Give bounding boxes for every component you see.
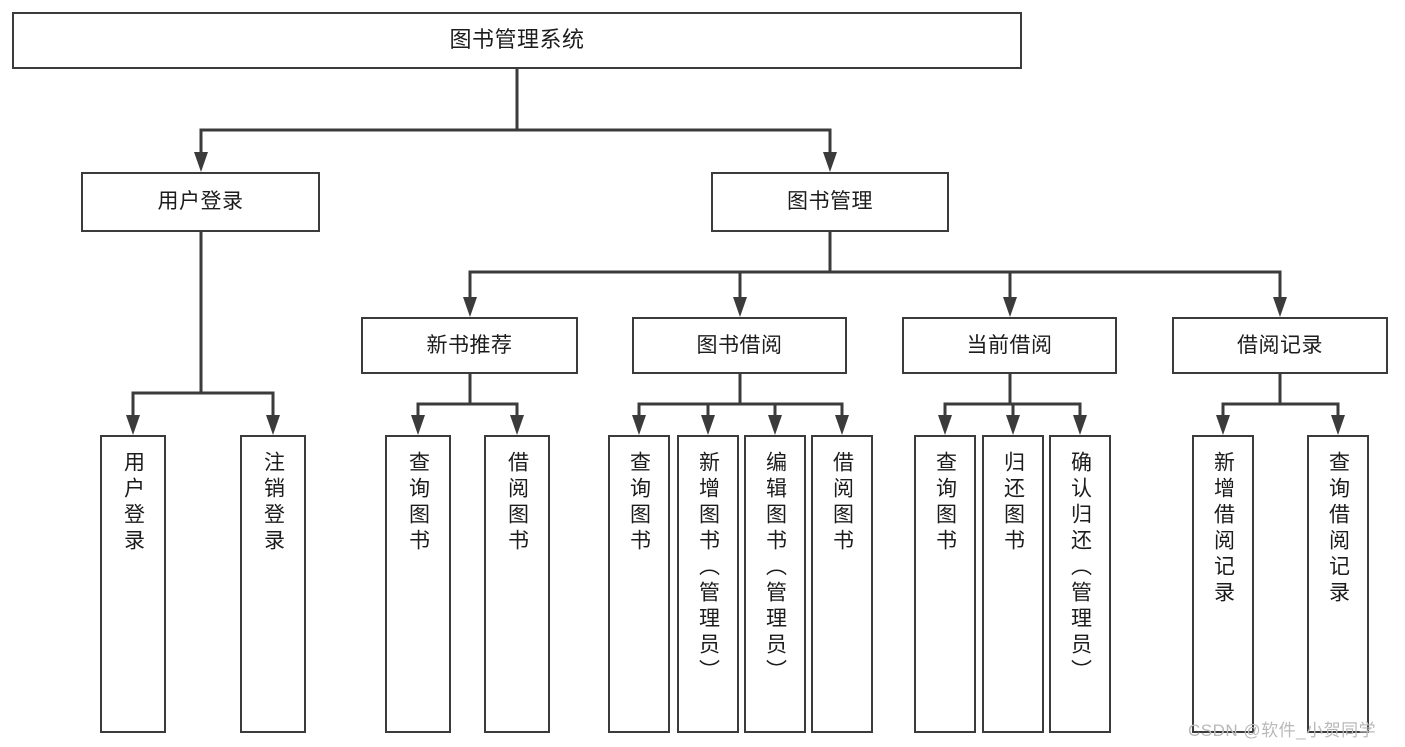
node-label-leaf-return: 归还图书 — [1001, 451, 1025, 555]
connector-arrowhead-book-borrow — [733, 297, 747, 317]
node-leaf-edit-book[interactable]: 编辑图书（管理员） — [744, 435, 806, 733]
connector-arrowhead-leaf-confirm — [1073, 415, 1087, 435]
node-leaf-user-login[interactable]: 用户登录 — [100, 435, 166, 733]
node-current-borrow[interactable]: 当前借阅 — [902, 317, 1117, 374]
node-leaf-add-book[interactable]: 新增图书（管理员） — [677, 435, 739, 733]
node-leaf-query-rec[interactable]: 查询借阅记录 — [1307, 435, 1369, 733]
connector-arrowhead-leaf-user-login — [126, 415, 140, 435]
node-user-login[interactable]: 用户登录 — [81, 172, 320, 232]
csdn-watermark: CSDN @软件_小贺同学 — [1188, 721, 1377, 740]
node-label-leaf-query-3: 查询图书 — [933, 451, 957, 555]
node-leaf-add-rec[interactable]: 新增借阅记录 — [1192, 435, 1254, 733]
connector-arrowhead-leaf-add-book — [701, 415, 715, 435]
node-label-current-borrow: 当前借阅 — [966, 333, 1053, 357]
node-label-borrow-record: 借阅记录 — [1237, 333, 1323, 357]
connector-arrowhead-leaf-borrow-1 — [510, 415, 524, 435]
node-label-leaf-query-1: 查询图书 — [406, 451, 430, 555]
node-leaf-return[interactable]: 归还图书 — [982, 435, 1044, 733]
node-label-leaf-add-rec: 新增借阅记录 — [1211, 451, 1235, 607]
node-label-user-login: 用户登录 — [157, 190, 244, 214]
node-label-leaf-borrow-1: 借阅图书 — [505, 451, 529, 555]
node-borrow-record[interactable]: 借阅记录 — [1172, 317, 1388, 374]
connector-arrowhead-leaf-return — [1006, 415, 1020, 435]
node-label-leaf-logout: 注销登录 — [261, 451, 285, 555]
node-label-leaf-query-rec: 查询借阅记录 — [1326, 451, 1350, 607]
node-label-leaf-user-login: 用户登录 — [121, 451, 145, 555]
node-leaf-query-2[interactable]: 查询图书 — [608, 435, 670, 733]
node-leaf-confirm[interactable]: 确认归还（管理员） — [1049, 435, 1111, 733]
connector-arrowhead-leaf-query-rec — [1331, 415, 1345, 435]
connector-arrowhead-leaf-borrow-2 — [835, 415, 849, 435]
node-leaf-borrow-1[interactable]: 借阅图书 — [484, 435, 550, 733]
node-label-leaf-query-2: 查询图书 — [627, 451, 651, 555]
node-label-leaf-add-book: 新增图书（管理员） — [696, 451, 720, 685]
node-leaf-borrow-2[interactable]: 借阅图书 — [811, 435, 873, 733]
connector-arrowhead-new-book-rec — [463, 297, 477, 317]
connector-arrowhead-leaf-add-rec — [1216, 415, 1230, 435]
node-leaf-query-3[interactable]: 查询图书 — [914, 435, 976, 733]
connector-arrowhead-user-login — [194, 152, 208, 172]
node-label-root: 图书管理系统 — [449, 27, 585, 53]
connector-arrowhead-leaf-query-1 — [411, 415, 425, 435]
node-label-leaf-edit-book: 编辑图书（管理员） — [763, 451, 787, 685]
node-label-leaf-confirm: 确认归还（管理员） — [1068, 451, 1092, 685]
connector-arrowhead-current-borrow — [1003, 297, 1017, 317]
connector-arrowhead-leaf-query-3 — [938, 415, 952, 435]
node-leaf-logout[interactable]: 注销登录 — [240, 435, 306, 733]
node-label-book-manage: 图书管理 — [787, 190, 873, 214]
node-root[interactable]: 图书管理系统 — [12, 12, 1022, 69]
connector-arrowhead-leaf-query-2 — [632, 415, 646, 435]
connector-arrowhead-leaf-edit-book — [768, 415, 782, 435]
node-new-book-rec[interactable]: 新书推荐 — [361, 317, 578, 374]
node-label-book-borrow: 图书借阅 — [696, 333, 783, 357]
node-label-new-book-rec: 新书推荐 — [426, 333, 513, 357]
node-label-leaf-borrow-2: 借阅图书 — [830, 451, 854, 555]
connector-arrowhead-borrow-record — [1273, 297, 1287, 317]
connector-arrowhead-book-manage — [823, 152, 837, 172]
node-book-borrow[interactable]: 图书借阅 — [632, 317, 847, 374]
node-book-manage[interactable]: 图书管理 — [711, 172, 949, 232]
connector-arrowhead-leaf-logout — [266, 415, 280, 435]
node-leaf-query-1[interactable]: 查询图书 — [385, 435, 451, 733]
